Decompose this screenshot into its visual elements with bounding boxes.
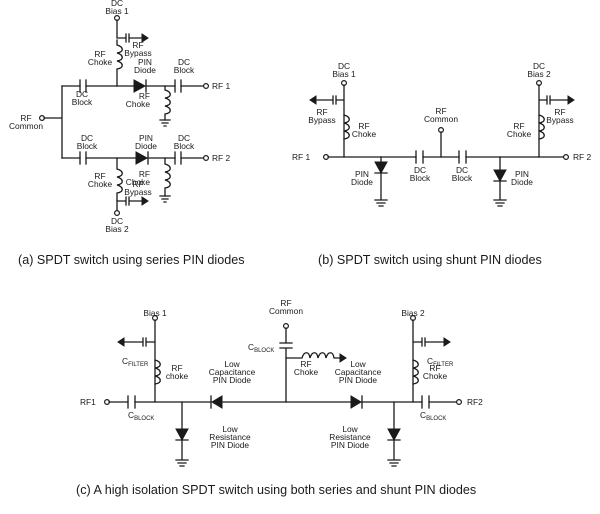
a-pin-diode-low-l2: Diode (135, 141, 157, 151)
b-dc-block-left-l2: Block (410, 173, 431, 183)
a-pin-diode-top-l2: Diode (134, 65, 156, 75)
c-lowres-right-l1: Low (342, 424, 358, 434)
a-rf-choke-lowright-l2: Choke (126, 177, 151, 187)
c-lowcap-right-l1: Low (350, 359, 366, 369)
b-rf-bypass-right-l2: Bypass (546, 115, 573, 125)
b-rf-bypass-right-l1: RF (554, 107, 565, 117)
c-lowres-left-l1: Low (222, 424, 238, 434)
b-pin-diode-right-l1: PIN (515, 169, 529, 179)
c-lowcap-right-l3: PIN Diode (339, 375, 378, 385)
a-rf-choke-upright-l1: RF (139, 91, 150, 101)
panel-c-labels: Bias 1 Bias 2 RF Common CBLOCK CFILTER C… (76, 298, 483, 497)
c-lowres-left-l3: PIN Diode (211, 440, 250, 450)
a-rf-common-l1: RF (20, 113, 31, 123)
a-rf-bypass-low-l1: RF (132, 179, 143, 189)
c-cfilter-left-label: CFILTER (122, 356, 149, 368)
b-caption: (b) SPDT switch using shunt PIN diodes (318, 253, 542, 267)
a-rf-choke-top-l2: Choke (88, 57, 113, 67)
b-dc-block-left-l1: DC (414, 165, 426, 175)
c-rf1-label: RF1 (80, 397, 96, 407)
c-rf-choke-left-l2: choke (166, 371, 189, 381)
b-rf-common-l2: Common (424, 114, 458, 124)
a-dc-block-upright-l2: Block (174, 65, 195, 75)
c-cfilter-right-label: CFILTER (427, 356, 454, 368)
c-rf-choke-right-l1: RF (429, 363, 440, 373)
a-rf-choke-low-l2: Choke (88, 179, 113, 189)
c-rf-choke-center-l2: Choke (294, 367, 319, 377)
a-dc-block-upright-l1: DC (178, 57, 190, 67)
b-pin-diode-left-l1: PIN (355, 169, 369, 179)
a-rf-bypass-low-l2: Bypass (124, 187, 151, 197)
c-bias-1-label: Bias 1 (143, 308, 167, 318)
panel-c-wiring (103, 315, 463, 467)
c-cblock-left-label: CBLOCK (128, 410, 154, 422)
a-dc-block-upleft-l2: Block (72, 97, 93, 107)
b-rf-choke-left-l2: Choke (352, 129, 377, 139)
c-lowcap-left-l1: Low (224, 359, 240, 369)
panel-a-wiring (38, 15, 210, 217)
b-dc-bias-1-l1: DC (338, 61, 350, 71)
a-caption: (a) SPDT switch using series PIN diodes (18, 253, 245, 267)
a-dc-block-lowright-l2: Block (174, 141, 195, 151)
a-rf-choke-top-l1: RF (94, 49, 105, 59)
b-pin-diode-right-l2: Diode (511, 177, 533, 187)
a-rf-choke-lowright-l1: RF (139, 169, 150, 179)
a-rf-choke-upright-l2: Choke (126, 99, 151, 109)
c-bias-2-label: Bias 2 (401, 308, 425, 318)
b-dc-block-right-l2: Block (452, 173, 473, 183)
b-rf2-label: RF 2 (573, 152, 591, 162)
a-pin-diode-top-l1: PIN (138, 57, 152, 67)
c-rf-choke-center-l1: RF (300, 359, 311, 369)
b-rf1-label: RF 1 (292, 152, 310, 162)
panel-b-shunt-pin-switch: DC Bias 1 DC Bias 2 RF Bypass RF Bypass … (292, 61, 591, 267)
a-dc-bias-1-l1: DC (111, 0, 123, 8)
c-lowres-right-l2: Resistance (329, 432, 371, 442)
b-rf-choke-right-l1: RF (513, 121, 524, 131)
b-rf-bypass-left-l1: RF (316, 107, 327, 117)
c-cblock-right-label: CBLOCK (420, 410, 446, 422)
a-dc-block-lowleft-l1: DC (81, 133, 93, 143)
a-dc-block-upleft-l1: DC (76, 89, 88, 99)
a-rf-bypass-top-l2: Bypass (124, 48, 151, 58)
b-dc-bias-2-l1: DC (533, 61, 545, 71)
panel-b-labels: DC Bias 1 DC Bias 2 RF Bypass RF Bypass … (292, 61, 591, 267)
a-rf1-label: RF 1 (212, 81, 230, 91)
a-dc-bias-2-l1: DC (111, 216, 123, 226)
b-rf-choke-right-l2: Choke (507, 129, 532, 139)
panel-b-wiring (309, 79, 575, 207)
c-rf2-label: RF2 (467, 397, 483, 407)
a-dc-bias-1-l2: Bias 1 (105, 6, 129, 16)
b-dc-block-right-l1: DC (456, 165, 468, 175)
a-rf-bypass-top-l1: RF (132, 40, 143, 50)
c-rf-choke-right-l2: Choke (423, 371, 448, 381)
b-rf-choke-left-l1: RF (358, 121, 369, 131)
c-cblock-common-label: CBLOCK (248, 342, 274, 354)
a-rf-common-l2: Common (9, 121, 43, 131)
a-rf2-label: RF 2 (212, 153, 230, 163)
a-dc-block-lowright-l1: DC (178, 133, 190, 143)
c-lowres-left-l2: Resistance (209, 432, 251, 442)
b-dc-bias-2-l2: Bias 2 (527, 69, 551, 79)
a-dc-bias-2-l2: Bias 2 (105, 224, 129, 234)
a-pin-diode-low-l1: PIN (139, 133, 153, 143)
panel-a-labels: DC Bias 1 RF Bypass RF Choke PIN Diode D… (9, 0, 245, 267)
c-rf-common-l2: Common (269, 306, 303, 316)
panel-a-series-pin-switch: DC Bias 1 RF Bypass RF Choke PIN Diode D… (9, 0, 245, 267)
a-rf-choke-low-l1: RF (94, 171, 105, 181)
c-lowcap-right-l2: Capacitance (335, 367, 382, 377)
panel-c-high-isolation-switch: Bias 1 Bias 2 RF Common CBLOCK CFILTER C… (76, 298, 483, 497)
b-rf-bypass-left-l2: Bypass (308, 115, 335, 125)
c-rf-common-l1: RF (280, 298, 291, 308)
a-dc-block-lowleft-l2: Block (77, 141, 98, 151)
b-rf-common-l1: RF (435, 106, 446, 116)
c-lowcap-left-l2: Capacitance (209, 367, 256, 377)
c-rf-choke-left-l1: RF (171, 363, 182, 373)
b-pin-diode-left-l2: Diode (351, 177, 373, 187)
c-lowres-right-l3: PIN Diode (331, 440, 370, 450)
b-dc-bias-1-l2: Bias 1 (332, 69, 356, 79)
c-lowcap-left-l3: PIN Diode (213, 375, 252, 385)
c-caption: (c) A high isolation SPDT switch using b… (76, 483, 476, 497)
